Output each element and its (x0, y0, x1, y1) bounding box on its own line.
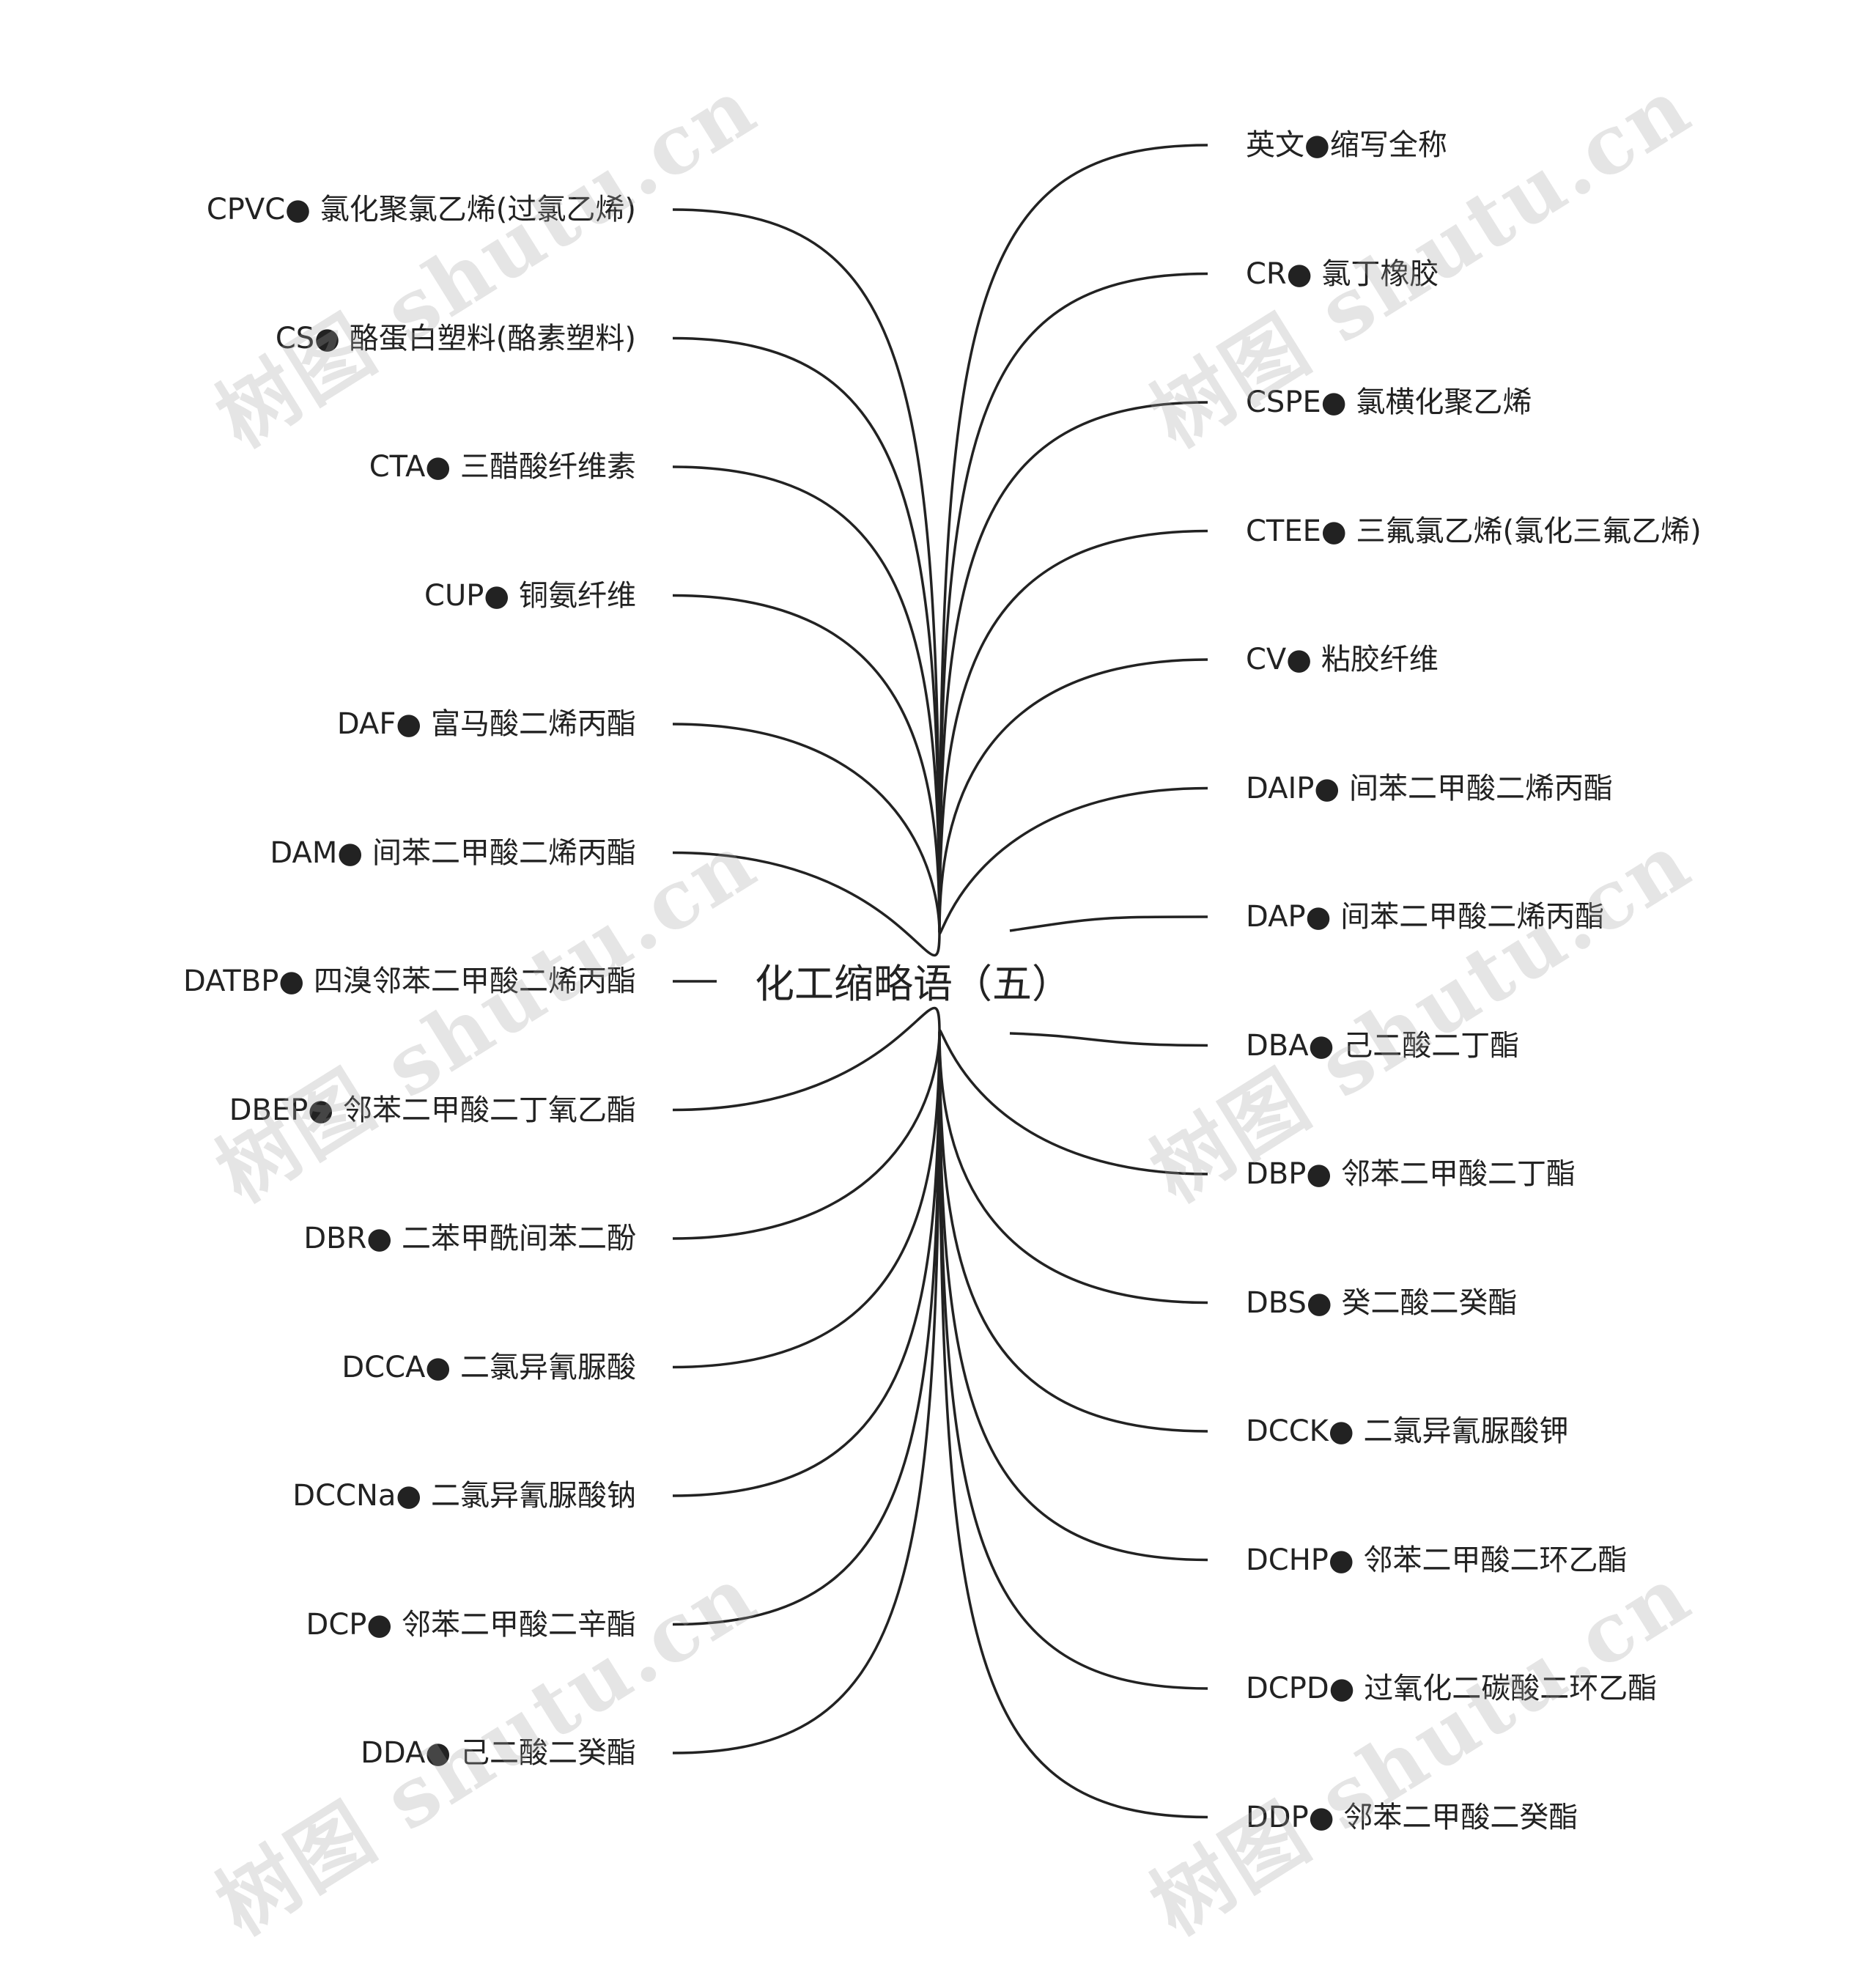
right-branch-label[interactable]: DCCK● 二氯异氰脲酸钾 (1246, 1414, 1569, 1448)
left-branch-label[interactable]: DCP● 邻苯二甲酸二辛酯 (306, 1607, 636, 1642)
connector-right (938, 786, 1208, 935)
right-branch-label[interactable]: CR● 氯丁橡胶 (1246, 257, 1439, 291)
right-branch-label[interactable]: DCPD● 过氧化二碳酸二环乙酯 (1246, 1672, 1658, 1705)
left-branch-label[interactable]: DBR● 二苯甲酰间苯二酚 (303, 1222, 636, 1255)
connector-right (938, 401, 1208, 933)
right-branch-label[interactable]: DBP● 邻苯二甲酸二丁酯 (1246, 1157, 1576, 1191)
connector-left (672, 723, 941, 933)
connector-left (672, 208, 941, 933)
right-branch-label[interactable]: CTEE● 三氟氯乙烯(氯化三氟乙烯) (1246, 514, 1702, 548)
left-branch-label[interactable]: DCCNa● 二氯异氰脲酸钠 (292, 1479, 636, 1513)
left-branch-label[interactable]: CPVC● 氯化聚氯乙烯(过氯乙烯) (206, 193, 636, 226)
connector-right (938, 1031, 1208, 1562)
connector-right (938, 1031, 1208, 1304)
left-branch-label[interactable]: CTA● 三醋酸纤维素 (369, 450, 636, 484)
left-branch-label[interactable]: DCCA● 二氯异氰脲酸 (341, 1350, 636, 1384)
connector-right (1009, 915, 1208, 932)
right-branch-label[interactable]: CV● 粘胶纤维 (1246, 643, 1439, 676)
connector-left (672, 1006, 941, 1112)
connector-right (938, 1029, 1208, 1176)
right-branch-label[interactable]: CSPE● 氯横化聚乙烯 (1246, 385, 1532, 419)
connector-right (938, 1031, 1208, 1819)
left-branch-label[interactable]: CS● 酪蛋白塑料(酪素塑料) (275, 321, 636, 355)
right-branch-label[interactable]: DCHP● 邻苯二甲酸二环乙酯 (1246, 1543, 1628, 1577)
left-branch-label[interactable]: DDA● 己二酸二癸酯 (361, 1736, 636, 1770)
left-branch-label[interactable]: DAF● 富马酸二烯丙酯 (336, 707, 636, 741)
connector-left (672, 851, 941, 957)
left-branch-label[interactable]: CUP● 铜氨纤维 (424, 578, 636, 613)
connector-right (938, 1031, 1208, 1433)
connector-right (938, 144, 1208, 933)
connector-left (672, 336, 941, 933)
connector-left (672, 1031, 941, 1754)
connector-left (672, 465, 941, 933)
connector-right (1009, 1032, 1208, 1047)
connector-left (672, 1031, 941, 1626)
connector-left (672, 1031, 941, 1240)
connector-right (938, 1031, 1208, 1690)
connector-right (938, 529, 1208, 933)
connector-right (938, 658, 1208, 933)
left-branch-label[interactable]: DATBP● 四溴邻苯二甲酸二烯丙酯 (183, 964, 636, 998)
left-branch-label[interactable]: DBEP● 邻苯二甲酸二丁氧乙酯 (229, 1093, 636, 1127)
center-topic[interactable]: 化工缩略语（五） (755, 961, 1071, 1007)
right-branch-label[interactable]: DBS● 癸二酸二癸酯 (1246, 1285, 1518, 1320)
right-branch-label[interactable]: DAP● 间苯二甲酸二烯丙酯 (1246, 900, 1605, 934)
connector-left (672, 594, 941, 933)
left-branch-label[interactable]: DAM● 间苯二甲酸二烯丙酯 (270, 835, 636, 870)
right-branch-label[interactable]: DBA● 己二酸二丁酯 (1246, 1028, 1520, 1063)
connector-left (672, 1031, 941, 1369)
right-branch-label[interactable]: 英文●缩写全称 (1246, 128, 1447, 162)
right-branch-label[interactable]: DAIP● 间苯二甲酸二烯丙酯 (1246, 771, 1613, 805)
connector-left (672, 1031, 941, 1497)
connector-right (938, 272, 1208, 933)
right-branch-label[interactable]: DDP● 邻苯二甲酸二癸酯 (1246, 1800, 1578, 1834)
